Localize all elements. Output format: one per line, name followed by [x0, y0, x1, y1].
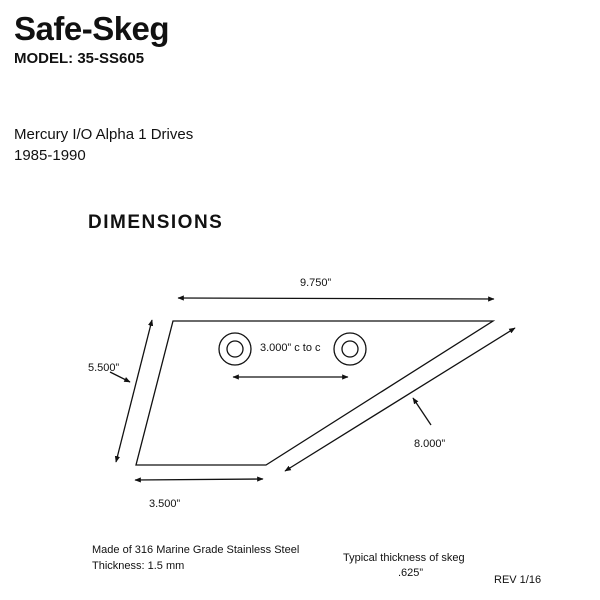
diagonal-dimension-arrow [284, 327, 516, 472]
revision-label: REV 1/16 [494, 574, 542, 586]
mounting-hole-right-outer [333, 332, 367, 366]
product-title: Safe-Skeg [14, 10, 170, 47]
diagonal-label-pointer [412, 397, 432, 426]
top-length-label: 9.750” [300, 277, 332, 289]
side-label-pointer [109, 371, 131, 383]
mounting-hole-left-inner [226, 340, 244, 358]
application-line-1: Mercury I/O Alpha 1 Drives [14, 126, 194, 143]
bottom-dimension-arrow [134, 476, 264, 483]
side-dimension-arrow [114, 319, 154, 463]
thickness-note: Thickness: 1.5 mm [92, 560, 185, 572]
side-height-label: 5.500” [88, 362, 120, 374]
material-note: Made of 316 Marine Grade Stainless Steel [92, 544, 300, 556]
diagonal-length-label: 8.000” [414, 438, 446, 450]
application-years: 1985-1990 [14, 147, 86, 164]
mounting-hole-right-inner [341, 340, 359, 358]
hole-spacing-label: 3.000” c to c [260, 342, 321, 354]
top-dimension-arrow [177, 295, 495, 302]
typical-thickness-label: Typical thickness of skeg [343, 552, 465, 564]
typical-thickness-value: .625” [398, 567, 424, 579]
dimensions-heading: DIMENSIONS [88, 212, 224, 233]
mounting-hole-left-outer [218, 332, 252, 366]
model-number: MODEL: 35-SS605 [14, 50, 145, 67]
bottom-length-label: 3.500” [149, 498, 181, 510]
